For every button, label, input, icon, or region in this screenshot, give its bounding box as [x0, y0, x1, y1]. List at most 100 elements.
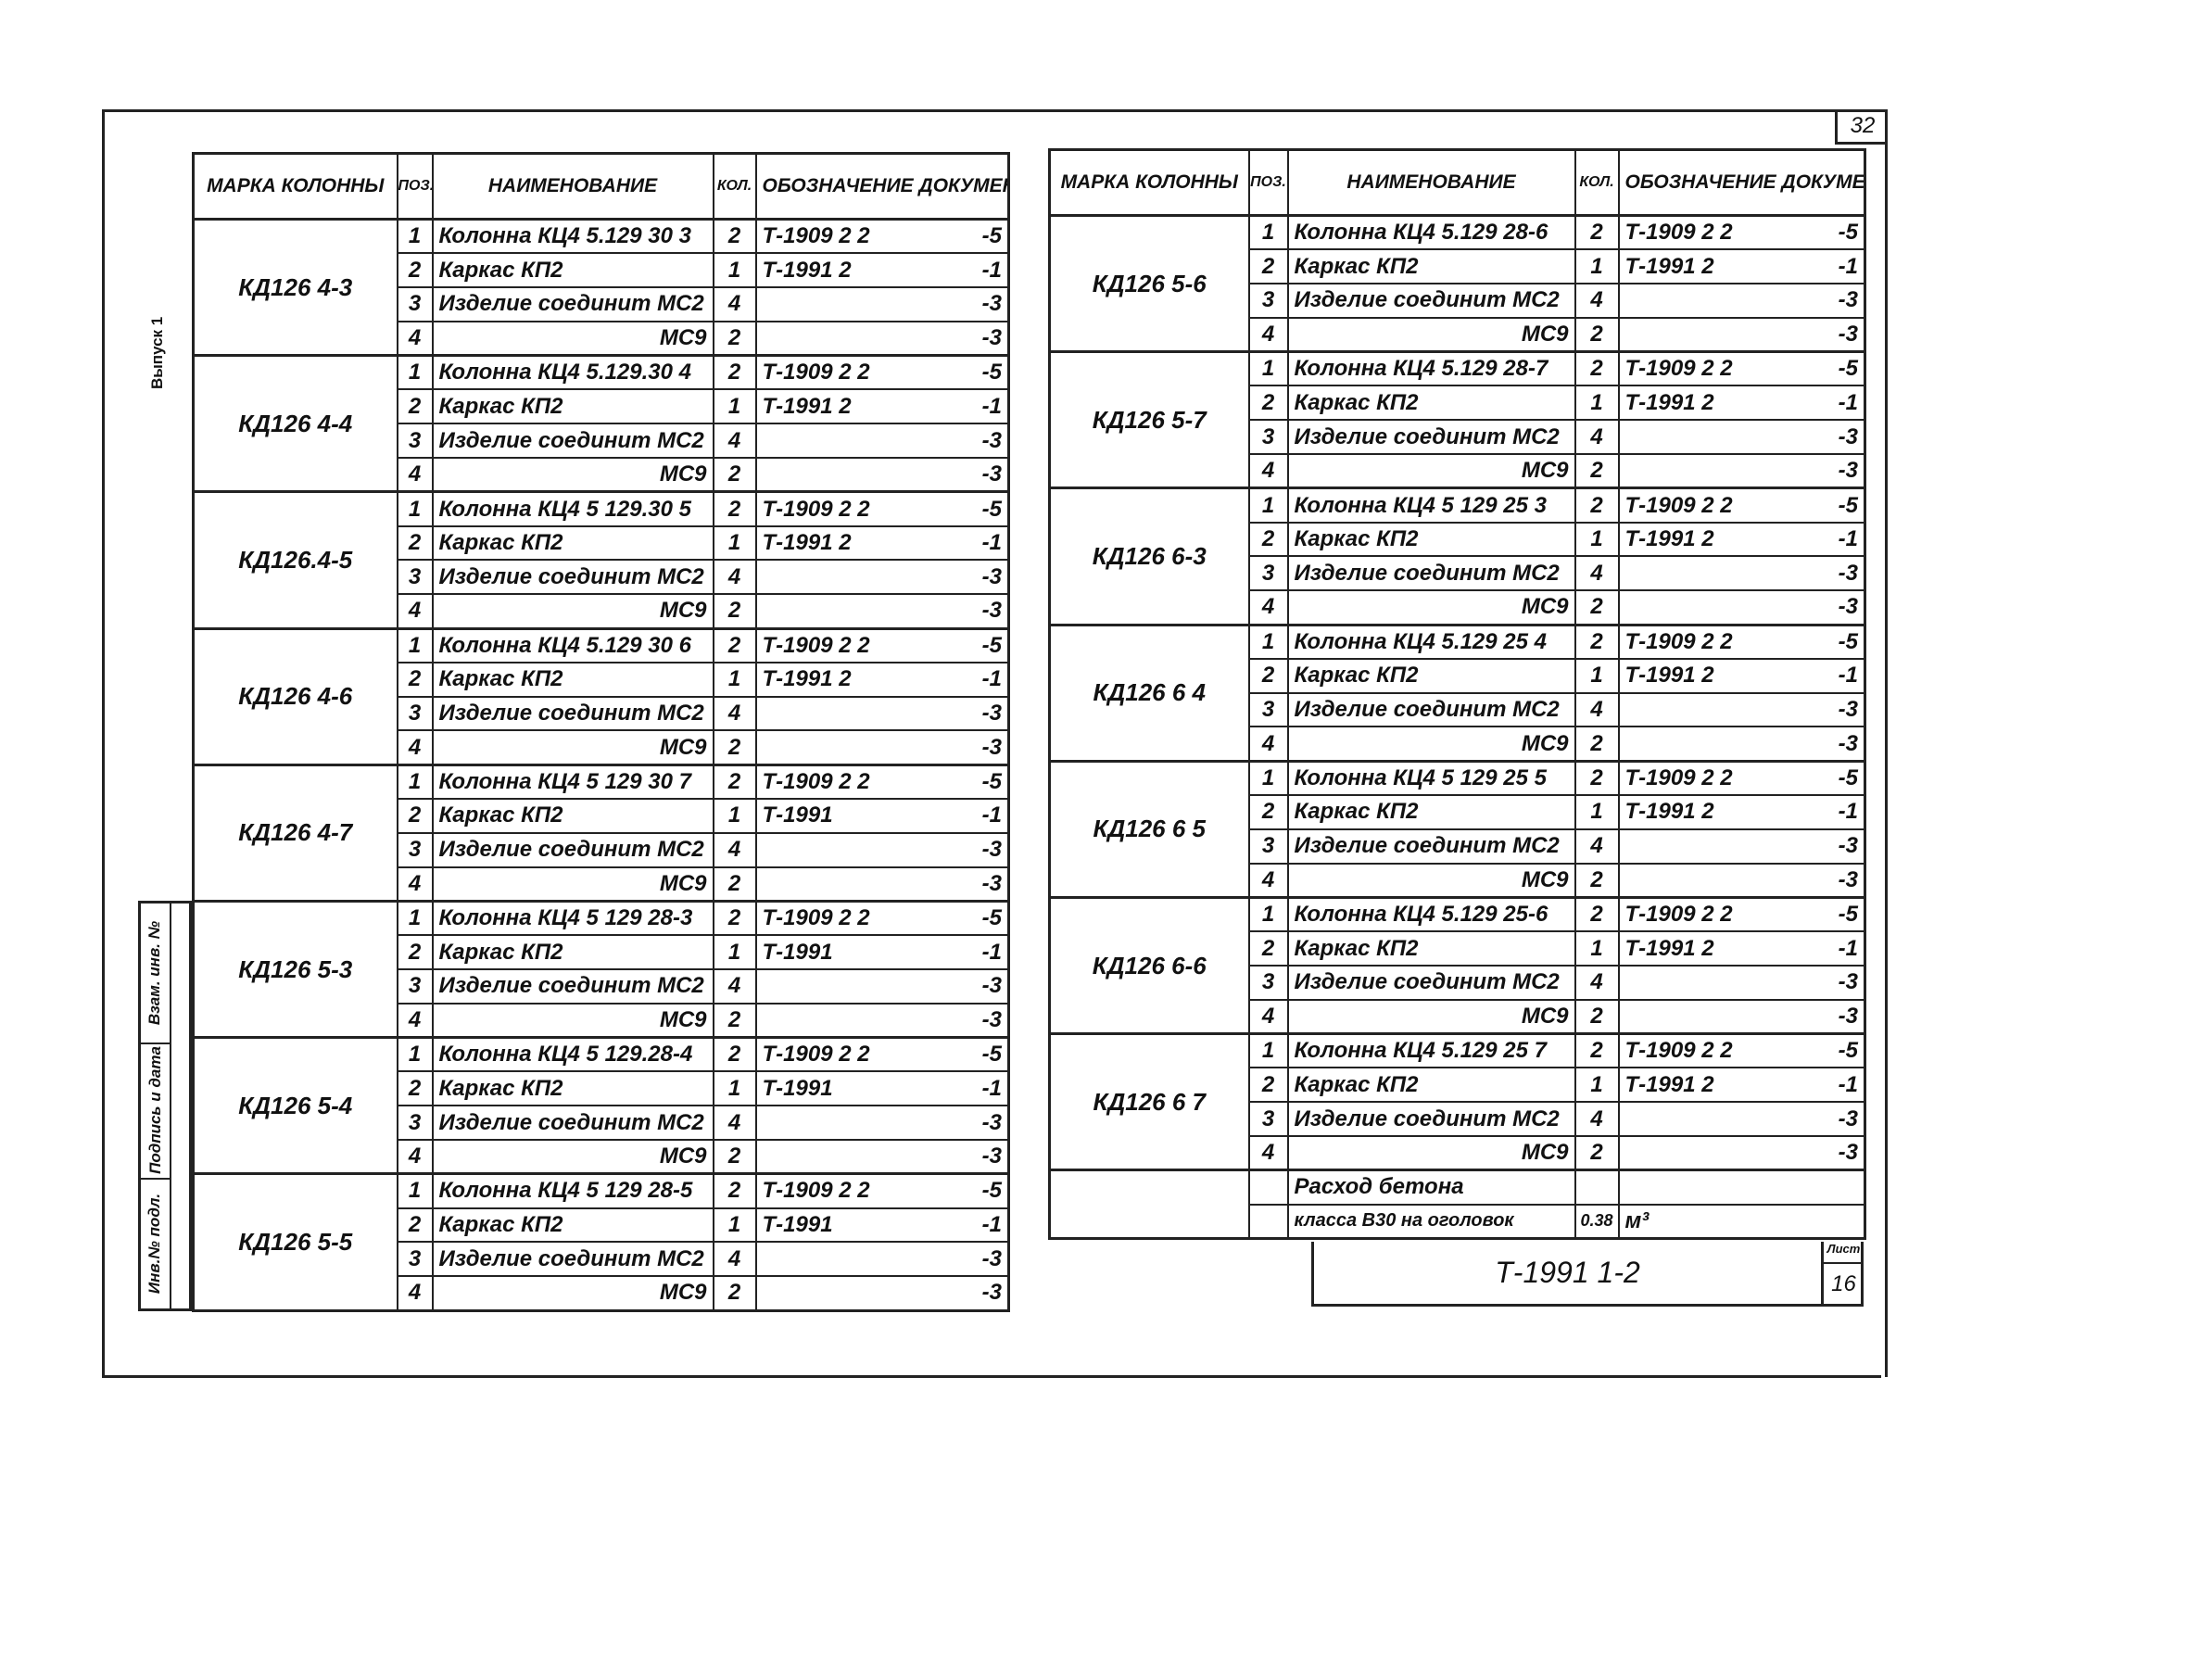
document-suffix: -3 [981, 837, 1002, 863]
document-suffix: -3 [1838, 969, 1858, 995]
position-cell: 1 [396, 763, 434, 801]
document-cell: Т-1909 2 2-5 [754, 899, 1010, 937]
document-cell: Т-1991-1 [754, 798, 1010, 834]
position-cell: 4 [1247, 316, 1289, 353]
position-cell: 1 [1247, 623, 1289, 660]
name-cell: МС9 [1286, 589, 1576, 626]
document-cell: Т-1991 2-1 [754, 252, 1010, 289]
document-cell: Т-1909 2 2-5 [754, 218, 1010, 255]
name-cell: Каркас КП2 [431, 1207, 714, 1244]
position-cell: 1 [1247, 350, 1289, 387]
document-cell: -3 [1617, 1101, 1866, 1138]
quantity-cell: 4 [712, 695, 757, 732]
quantity-cell: 2 [712, 320, 757, 357]
concrete-label: Расход бетона [1286, 1169, 1576, 1206]
document-suffix: -1 [981, 1212, 1002, 1237]
quantity-cell: 2 [712, 866, 757, 903]
document-suffix: -5 [1838, 902, 1858, 928]
document-cell: Т-1909 2 2-5 [1617, 214, 1866, 251]
document-cell: -3 [1617, 316, 1866, 353]
quantity-cell: 2 [1574, 1032, 1620, 1069]
sheet-label: Лист [1824, 1242, 1864, 1264]
title-block: Т-1991 1-2 Лист 16 [1311, 1242, 1864, 1307]
position-cell: 2 [396, 252, 434, 289]
column-mark: КД126 5-4 [192, 1036, 398, 1175]
name-cell: Каркас КП2 [1286, 657, 1576, 694]
name-cell: МС9 [431, 1275, 714, 1311]
header-pos: Поз. [396, 152, 434, 221]
position-cell: 2 [396, 798, 434, 834]
quantity-cell: 4 [1574, 555, 1620, 592]
name-cell: Изделие соединит МС2 [431, 286, 714, 322]
document-cell: -3 [1617, 965, 1866, 1001]
document-cell: Т-1991 2 -1 [1617, 794, 1866, 830]
position-cell: 2 [396, 661, 434, 698]
concrete-class: класса В30 на оголовок [1286, 1203, 1576, 1240]
position-cell: 1 [396, 1172, 434, 1209]
quantity-cell: 1 [712, 524, 757, 562]
quantity-cell: 4 [712, 286, 757, 322]
header-row: Марка колонныПоз.НаименованиеКол.Обознач… [192, 152, 1010, 221]
document-cell: -3 [754, 1139, 1010, 1175]
document-suffix: -1 [1838, 799, 1858, 825]
sheet-number: 16 [1831, 1271, 1856, 1296]
document-cell: -3 [1617, 453, 1866, 489]
quantity-cell: 2 [1574, 316, 1620, 353]
name-cell: Колонна КЦ4 5.129 25 4 [1286, 623, 1576, 660]
position-cell: 3 [1247, 555, 1289, 592]
quantity-cell: 2 [1574, 214, 1620, 251]
name-cell: Колонна КЦ4 5.129 28-6 [1286, 214, 1576, 251]
position-cell: 4 [1247, 453, 1289, 489]
column-mark: КД126 5-6 [1048, 213, 1250, 353]
document-number: Т-1909 2 2 [762, 1042, 870, 1068]
column-mark: КД126 5-5 [192, 1172, 398, 1312]
quantity-cell: 4 [712, 968, 757, 1005]
position-cell: 2 [396, 934, 434, 971]
quantity-cell: 2 [1574, 998, 1620, 1035]
document-number: Т-1991 2 [1624, 799, 1714, 825]
document-suffix: -5 [1838, 628, 1858, 654]
position-cell: 1 [396, 1036, 434, 1073]
column-mark: КД126 6 7 [1048, 1032, 1250, 1171]
name-cell: МС9 [431, 320, 714, 357]
quantity-cell: 2 [712, 354, 757, 391]
document-number: Т-1909 2 2 [1624, 492, 1733, 518]
position-cell: 4 [396, 1002, 434, 1039]
position-cell: 3 [1247, 965, 1289, 1001]
name-cell: Изделие соединит МС2 [431, 831, 714, 868]
document-number: Т-1991 [762, 1212, 833, 1237]
name-cell: Колонна КЦ4 5 129 28-3 [431, 899, 714, 937]
document-cell: -3 [1617, 1135, 1866, 1171]
name-cell: Изделие соединит МС2 [1286, 828, 1576, 865]
name-cell: Изделие соединит МС2 [1286, 691, 1576, 728]
document-cell: -3 [754, 1002, 1010, 1039]
quantity-cell: 1 [712, 1207, 757, 1244]
document-suffix: -5 [1838, 356, 1858, 382]
name-cell: МС9 [1286, 726, 1576, 763]
position-cell: 4 [1247, 1135, 1289, 1171]
header-row: Марка колонныПоз.НаименованиеКол.Обознач… [1048, 148, 1866, 217]
document-suffix: -5 [981, 768, 1002, 794]
document-number: Т-1909 2 2 [1624, 356, 1733, 382]
stamp-label: Инв.№ подл. [145, 1193, 164, 1294]
quantity-cell: 4 [1574, 1101, 1620, 1138]
quantity-cell: 4 [1574, 965, 1620, 1001]
position-cell: 3 [396, 286, 434, 322]
document-cell: -3 [1617, 726, 1866, 763]
document-suffix: -3 [981, 734, 1002, 760]
document-cell: -3 [754, 1275, 1010, 1311]
